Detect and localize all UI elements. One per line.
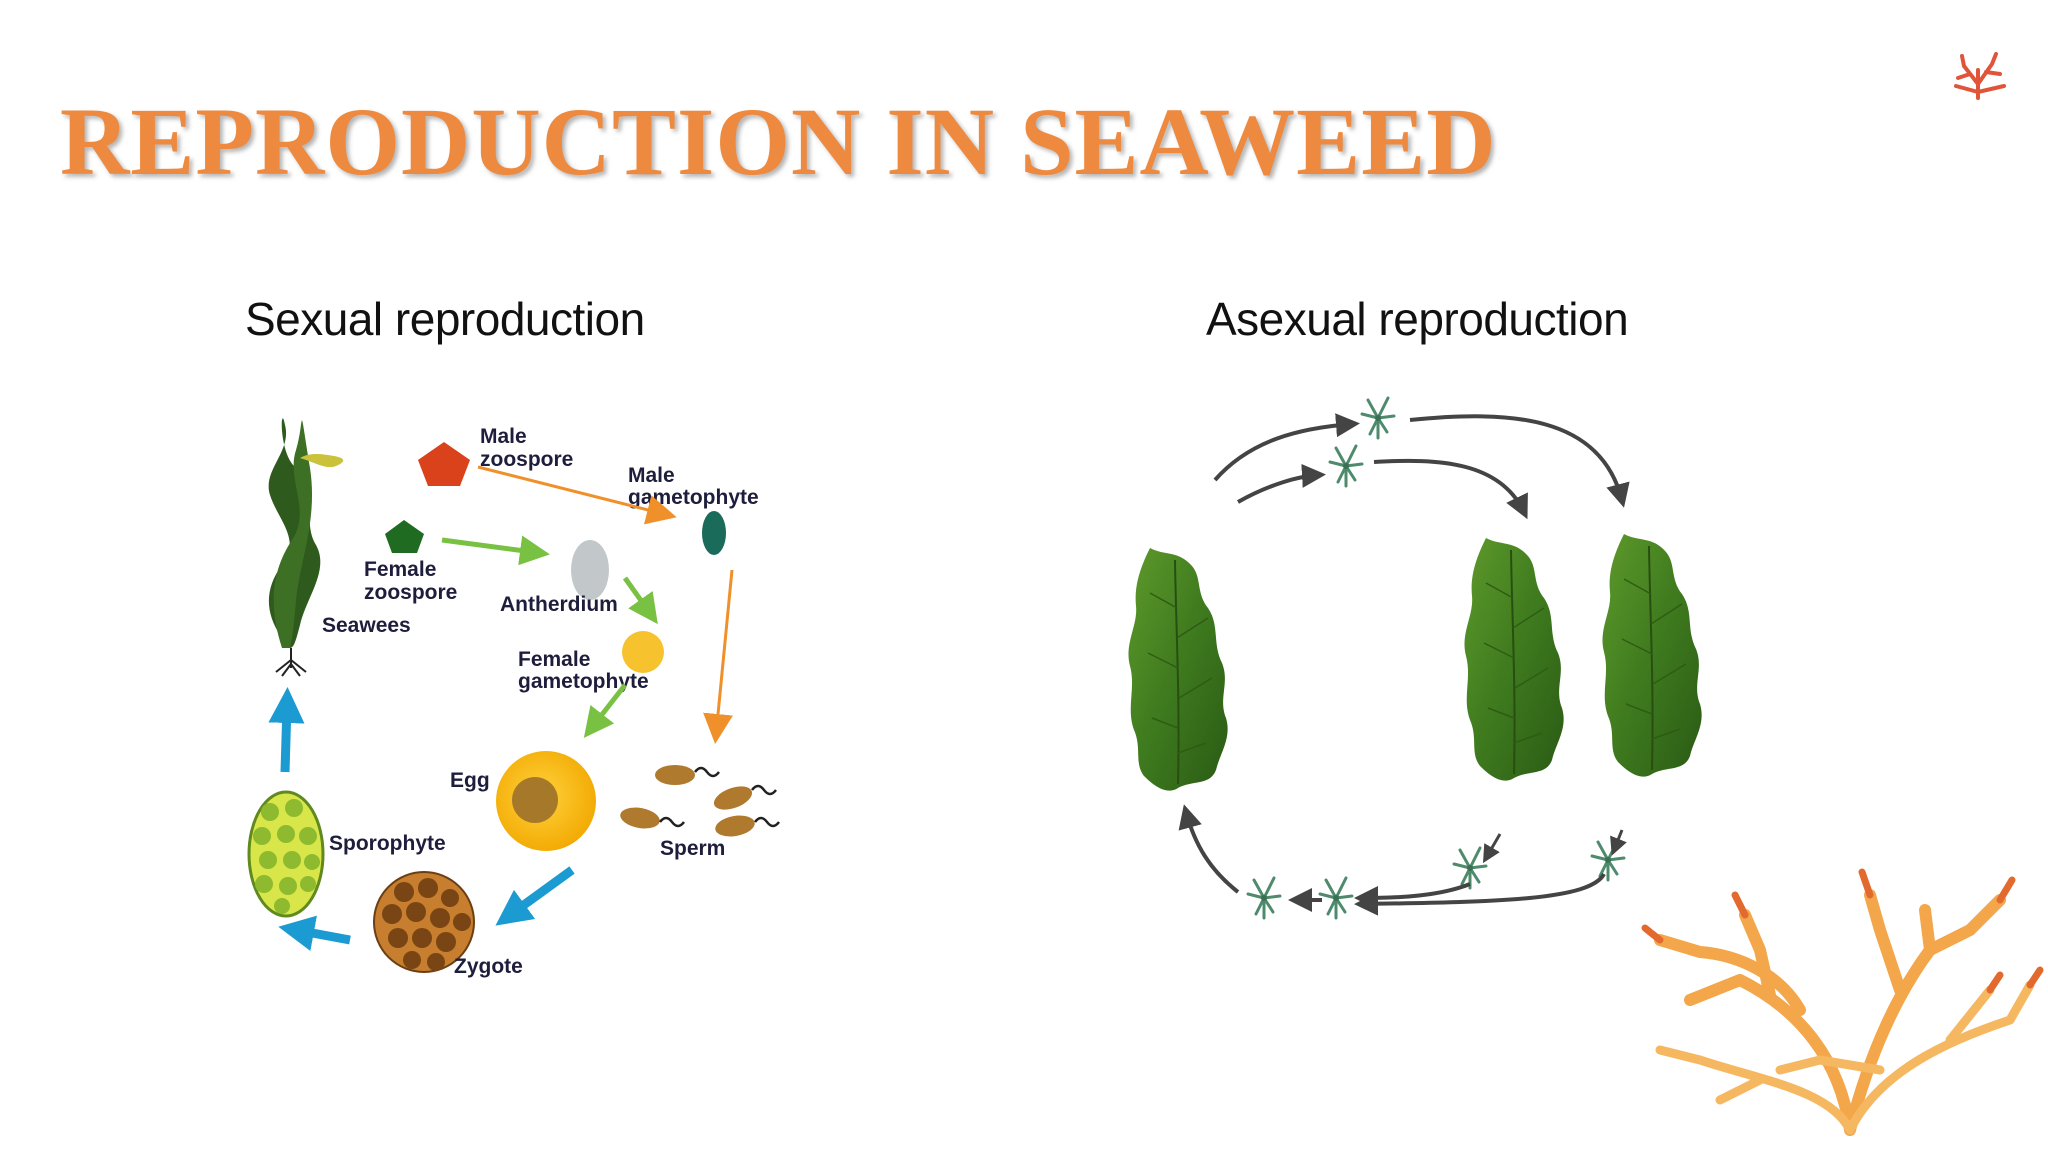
new-seaweed-leaf-2 [1601,533,1703,778]
zoospore-plantlet-top-1 [1360,396,1396,440]
label-female-gametophyte-1: Female [518,648,590,671]
coral-decoration-small [1954,52,2006,100]
label-sporophyte: Sporophyte [329,832,446,855]
arrow-gametophyte-to-sperm [703,569,734,744]
arrow-asexual-10 [1610,829,1627,856]
new-seaweed-leaf-1 [1463,537,1565,782]
label-male-zoospore-2: zoospore [480,448,573,471]
arrow-female-gametophyte-to-egg [583,683,627,738]
asexual-cycle-diagram [1127,396,1703,920]
arrow-male-zoospore-to-gametophyte [477,465,677,525]
zoospore-plantlet-bottom-2 [1318,876,1354,920]
male-gametophyte-shape [702,511,726,555]
arrow-asexual-2 [1237,463,1326,504]
label-female-zoospore-1: Female [364,558,436,581]
arrow-asexual-8 [1178,804,1240,894]
male-zoospore-shape [418,442,470,486]
label-egg: Egg [450,769,490,792]
arrow-asexual-5 [1354,872,1606,916]
label-male-gametophyte-1: Male [628,464,675,487]
arrow-asexual-1 [1213,413,1360,482]
female-gametophyte-shape [622,631,664,673]
label-seawees: Seawees [322,614,411,637]
arrow-sporophyte-to-seaweed [268,687,305,773]
label-zygote: Zygote [454,955,523,978]
arrow-asexual-9 [1482,833,1502,864]
arrow-asexual-6 [1354,882,1471,910]
sexual-cycle-diagram: Seawees Male zoospore Male gametophyte F… [247,418,780,978]
egg-nucleus [512,777,558,823]
label-male-gametophyte-2: gametophyte [628,486,759,509]
seaweed-plant [268,418,344,677]
antherdium-shape [571,540,609,600]
zygote-shape [373,871,475,973]
sexual-reproduction-heading: Sexual reproduction [245,293,645,345]
label-female-gametophyte-2: gametophyte [518,670,649,693]
label-antherdium: Antherdium [500,593,618,616]
asexual-reproduction-heading: Asexual reproduction [1206,293,1629,345]
arrow-egg-to-zygote [495,866,575,926]
arrow-asexual-4 [1373,458,1528,520]
arrow-zygote-to-sporophyte [278,915,351,951]
arrow-asexual-3 [1409,414,1630,508]
female-zoospore-shape [385,520,424,553]
label-female-zoospore-2: zoospore [364,581,457,604]
zoospore-plantlet-bottom-3 [1452,846,1488,890]
arrow-female-zoospore-to-antherdium [441,535,550,566]
zoospore-plantlet-bottom-1 [1246,876,1282,920]
zoospore-plantlet-bottom-4 [1590,838,1626,882]
parent-seaweed-leaf [1127,547,1229,792]
arrow-antherdium-to-female-gametophyte [622,576,658,625]
sperm-cells [620,765,780,837]
zoospore-plantlet-top-2 [1328,444,1364,488]
coral-decoration-large [1641,868,2044,1136]
label-sperm: Sperm [660,837,725,860]
sporophyte-shape [247,790,325,918]
label-male-zoospore-1: Male [480,425,527,448]
slide-title: REPRODUCTION IN SEAWEED [60,88,1497,195]
